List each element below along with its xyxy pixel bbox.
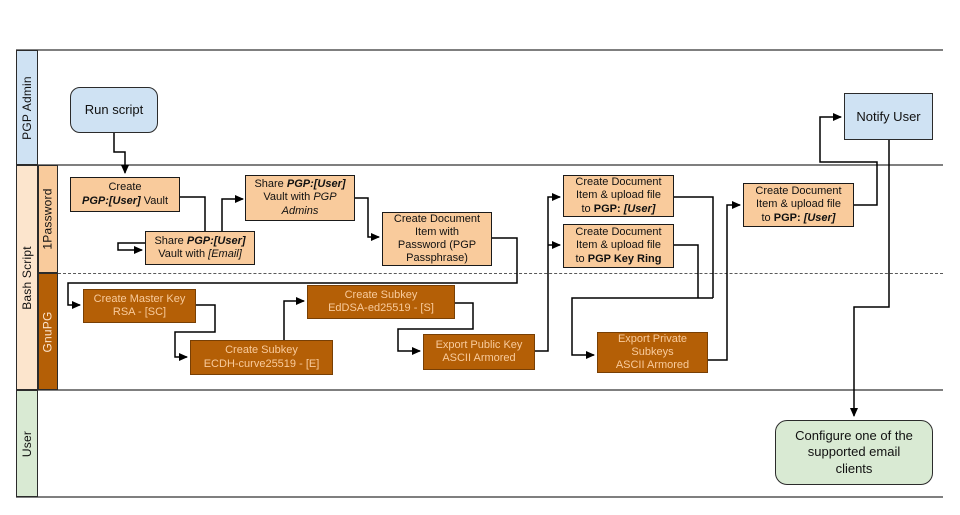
connector-upload2-merge <box>674 244 699 298</box>
sublane-1password-label: 1Password <box>41 188 56 250</box>
node-share-vault-email: Share PGP:[User] Vault with [Email] <box>145 231 255 265</box>
lane-user: User <box>16 390 38 497</box>
lane-user-label: User <box>20 430 35 457</box>
node-upload-pgp-user-2: Create Document Item & upload file to PG… <box>743 183 854 227</box>
sublane-gnupg: GnuPG <box>38 273 58 390</box>
node-run-script: Run script <box>70 87 158 133</box>
sublane-1password: 1Password <box>38 165 58 273</box>
run-script-label: Run script <box>84 102 144 118</box>
sublane-gnupg-label: GnuPG <box>41 310 55 353</box>
connector-ecdh-eddsa <box>283 297 305 340</box>
node-create-subkey-eddsa: Create Subkey EdDSA-ed25519 - [S] <box>307 285 455 319</box>
node-export-public-key: Export Public Key ASCII Armored <box>423 334 535 370</box>
node-create-doc-password: Create Document Item with Password (PGP … <box>382 212 492 266</box>
node-create-subkey-ecdh: Create Subkey ECDH-curve25519 - [E] <box>190 340 333 375</box>
node-notify-user: Notify User <box>844 93 933 140</box>
lane-border-bottom <box>16 496 943 498</box>
node-export-private-subkeys: Export Private Subkeys ASCII Armored <box>597 332 708 373</box>
connector-exportpub-upload1 <box>535 193 561 352</box>
notify-user-label: Notify User <box>856 108 921 124</box>
lane-bash-script: Bash Script <box>16 165 38 390</box>
connector-upload1-merge <box>674 196 714 298</box>
node-create-master-key: Create Master Key RSA - [SC] <box>83 289 196 323</box>
lane-border-admin-bash <box>16 164 943 166</box>
connector-notify-configure <box>850 140 890 417</box>
connector-shareadmins-createdocpw <box>355 197 380 241</box>
lane-pgp-admin: PGP Admin <box>16 50 38 165</box>
node-configure-email-client: Configure one of the supported email cli… <box>775 420 933 485</box>
lane-border-top <box>16 49 943 51</box>
node-upload-pgp-keyring: Create Document Item & upload file to PG… <box>563 224 674 268</box>
lane-pgp-admin-label: PGP Admin <box>20 75 34 140</box>
connector-runscript-createvault <box>113 133 129 174</box>
sublane-divider-dashed <box>58 273 943 274</box>
connector-exportpriv-upload3 <box>708 201 741 361</box>
lane-bash-script-label: Bash Script <box>20 245 34 310</box>
connector-shareemail-shareadmins <box>221 195 244 231</box>
node-create-vault: Create PGP:[User] Vault <box>70 177 180 212</box>
lane-border-bash-user <box>16 389 943 391</box>
node-share-vault-admins: Share PGP:[User] Vault with PGP Admins <box>245 175 355 221</box>
node-upload-pgp-user-1: Create Document Item & upload file to PG… <box>563 175 674 217</box>
